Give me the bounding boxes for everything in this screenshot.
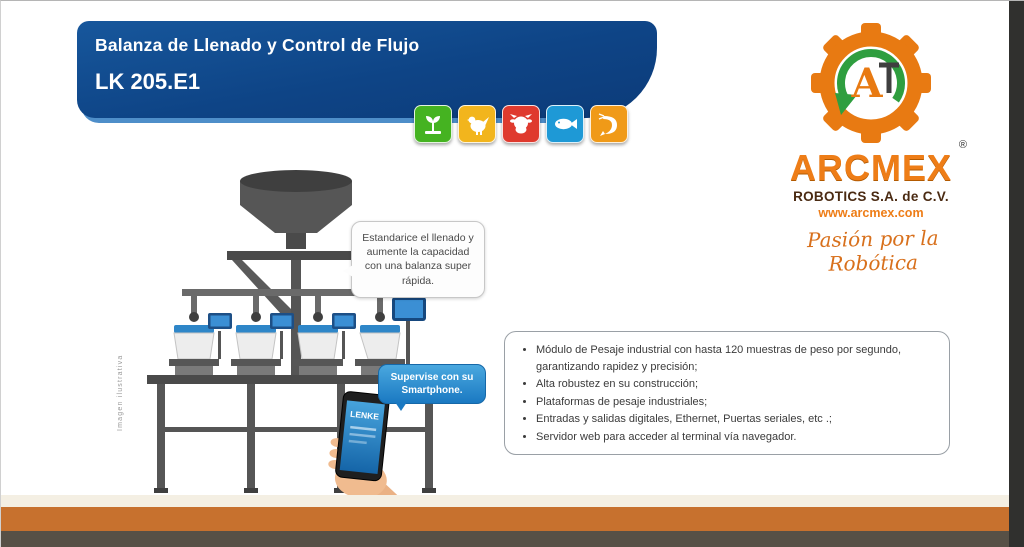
page-title: Balanza de Llenado y Control de Flujo [95,35,420,55]
registered-mark: ® [958,139,967,151]
brand-tagline: Pasión por la Robótica [806,225,939,276]
features-list: Módulo de Pesaje industrial con hasta 12… [521,342,933,445]
filling-machine-illustration: LENKE [147,170,439,504]
product-model: LK 205.E1 [95,69,201,94]
speech-bubble-smartphone: Supervise con su Smartphone. [378,364,486,411]
bottom-cream-strip [1,495,1011,507]
gear-logo-icon: A [811,23,931,143]
bottom-orange-band [1,507,1011,531]
fish-icon [546,105,584,143]
brand-name: ARCMEX [789,147,952,188]
industry-icons-row [414,105,628,143]
bottom-brown-band [1,531,1011,547]
arcmex-logo: A ® ARCMEX ROBOTICS S.A. de C.V. www.arc… [773,21,969,220]
phone-brand-label: LENKE [350,409,380,422]
feature-item: Entradas y salidas digitales, Ethernet, … [536,411,933,428]
hopper-icon [240,170,352,249]
smartphone-in-hand: LENKE [328,391,405,504]
feature-item: Servidor web para acceder al terminal ví… [536,429,933,446]
cattle-icon [502,105,540,143]
weighing-terminal-icon [392,297,426,375]
right-dark-edge [1009,1,1024,547]
poultry-icon [458,105,496,143]
brand-subtitle: ROBOTICS S.A. de C.V. [793,189,949,204]
svg-text:A: A [850,60,883,107]
header-banner: Balanza de Llenado y Control de Flujo LK… [77,21,657,118]
shrimp-icon [590,105,628,143]
feature-item: Alta robustez en su construcción; [536,376,933,393]
features-box: Módulo de Pesaje industrial con hasta 12… [504,331,950,455]
illustration-caption: Imagen ilustrativa [117,354,124,431]
website-url: www.arcmex.com [818,206,924,220]
speech-bubble-standardize: Estandarice el llenado y aumente la capa… [343,221,485,298]
agriculture-icon [414,105,452,143]
feature-item: Plataformas de pesaje industriales; [536,394,933,411]
feature-item: Módulo de Pesaje industrial con hasta 12… [536,342,933,375]
